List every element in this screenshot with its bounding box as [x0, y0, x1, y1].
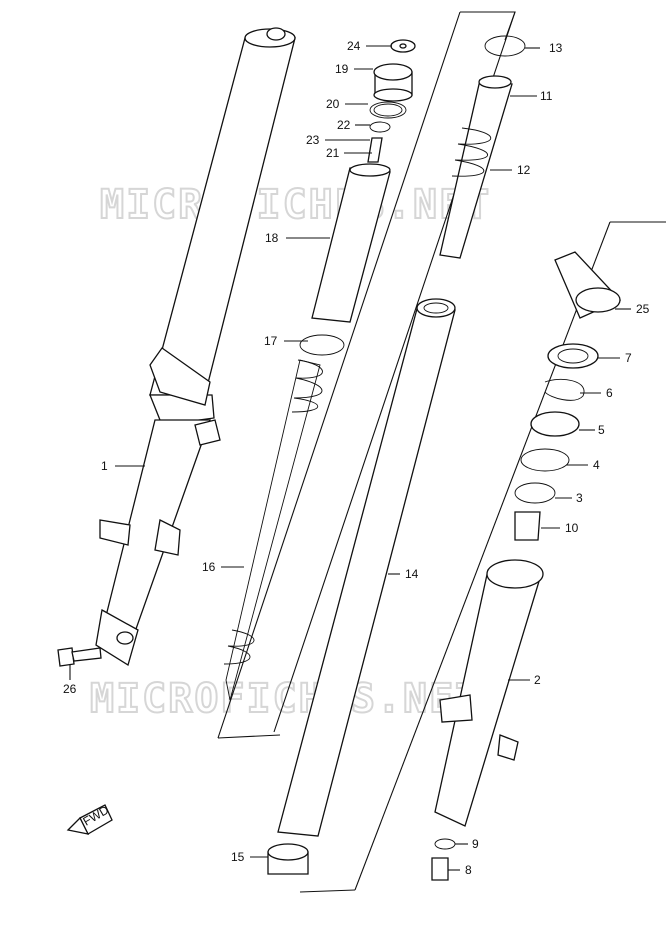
callout-3: 3: [576, 491, 583, 505]
callout-13: 13: [549, 41, 563, 55]
callout-18: 18: [265, 231, 279, 245]
callout-2: 2: [534, 673, 541, 687]
leader-lines: [69, 45, 631, 871]
part-6-clip[interactable]: [544, 378, 585, 401]
group-boundary-right: [299, 221, 666, 893]
callout-24: 24: [347, 39, 361, 53]
part-16-damper-rod[interactable]: [223, 359, 323, 701]
callout-1: 1: [101, 459, 108, 473]
part-17-ring[interactable]: [299, 334, 345, 356]
watermark-top: MICROFICHES.NET: [100, 182, 491, 228]
part-1-outer-tube-left[interactable]: [95, 27, 296, 667]
callout-21: 21: [326, 146, 340, 160]
part-8-bolt[interactable]: [431, 857, 449, 881]
part-20-o-ring[interactable]: [369, 101, 407, 119]
fwd-arrow-icon: FWD: [66, 803, 113, 835]
part-24-washer[interactable]: [390, 39, 416, 53]
part-26-bolt[interactable]: [57, 647, 102, 667]
callout-labels: 24 19 20 22 23 21 18 17 16 14 15 1 26 13…: [63, 39, 650, 877]
part-9-washer[interactable]: [434, 838, 456, 850]
part-19-cap-bolt[interactable]: [373, 63, 413, 102]
callout-25: 25: [636, 302, 650, 316]
part-5-bushing[interactable]: [530, 411, 580, 437]
part-4-washer[interactable]: [520, 448, 570, 472]
callout-6: 6: [606, 386, 613, 400]
part-22-o-ring[interactable]: [369, 121, 391, 133]
part-12-spring[interactable]: [451, 127, 492, 177]
part-18-cylinder[interactable]: [311, 163, 391, 323]
callout-22: 22: [337, 118, 351, 132]
callout-5: 5: [598, 423, 605, 437]
callout-16: 16: [202, 560, 216, 574]
part-25-dust-seal[interactable]: [554, 251, 622, 319]
part-13-ring[interactable]: [484, 35, 526, 57]
callout-9: 9: [472, 837, 479, 851]
part-3-ring[interactable]: [514, 482, 556, 504]
callout-8: 8: [465, 863, 472, 877]
part-11-spacer[interactable]: [439, 75, 513, 259]
callout-26: 26: [63, 682, 77, 696]
part-10-piece[interactable]: [514, 511, 541, 541]
callout-4: 4: [593, 458, 600, 472]
callout-15: 15: [231, 850, 245, 864]
part-23-rod[interactable]: [367, 137, 383, 163]
part-2-outer-tube-right[interactable]: [434, 559, 544, 827]
callout-23: 23: [306, 133, 320, 147]
callout-7: 7: [625, 351, 632, 365]
part-7-oil-seal[interactable]: [547, 343, 599, 369]
callout-17: 17: [264, 334, 278, 348]
callout-14: 14: [405, 567, 419, 581]
part-14-inner-tube[interactable]: [277, 298, 456, 837]
part-15-bushing[interactable]: [267, 843, 309, 875]
callout-20: 20: [326, 97, 340, 111]
callout-12: 12: [517, 163, 531, 177]
callout-11: 11: [540, 89, 553, 103]
callout-19: 19: [335, 62, 349, 76]
callout-10: 10: [565, 521, 579, 535]
